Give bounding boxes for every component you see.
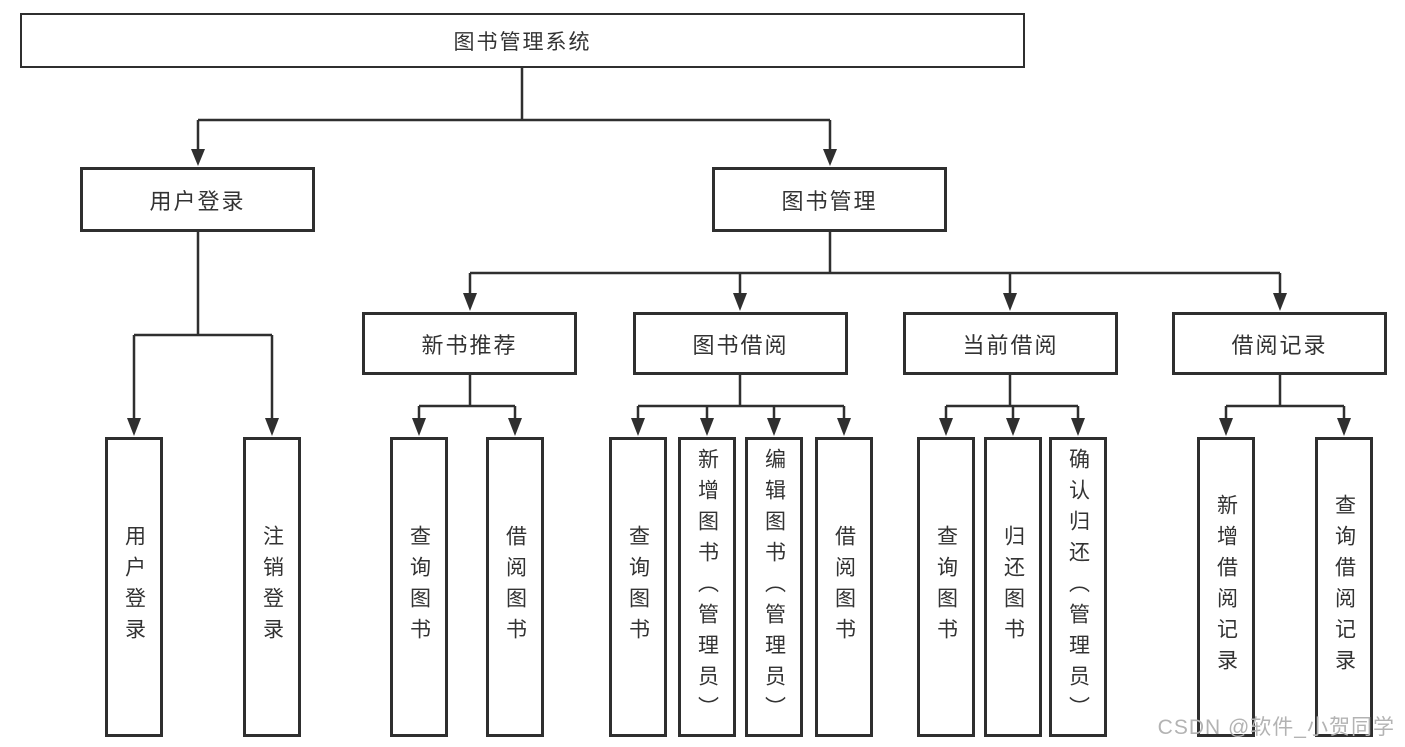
node-label: 图书借阅: [692, 332, 789, 358]
arrow-down-icon: [823, 149, 837, 166]
connector-borrow-records-to-children: [1219, 375, 1351, 436]
node-query-book-1: 查询图书: [390, 437, 448, 737]
node-label: 图书管理: [781, 188, 878, 214]
node-user-login-branch: 用户登录: [80, 167, 315, 232]
arrow-down-icon: [1006, 418, 1020, 436]
node-label: 新增借阅记录: [1214, 494, 1238, 680]
arrow-down-icon: [1219, 418, 1233, 436]
node-logout-leaf: 注销登录: [243, 437, 301, 737]
node-label: 归还图书: [1001, 525, 1025, 649]
node-label: 查询借阅记录: [1332, 494, 1356, 680]
node-label: 图书管理系统: [453, 30, 592, 54]
arrow-down-icon: [1003, 293, 1017, 311]
node-edit-book-admin: 编辑图书（管理员）: [745, 437, 803, 737]
arrow-down-icon: [700, 418, 714, 436]
node-label: 查询图书: [407, 525, 431, 649]
node-label: 查询图书: [934, 525, 958, 649]
node-user-login-leaf: 用户登录: [105, 437, 163, 737]
node-new-book-recommend: 新书推荐: [362, 312, 577, 375]
arrow-down-icon: [508, 418, 522, 436]
connector-user-login-to-children: [127, 232, 279, 436]
node-add-borrow-record: 新增借阅记录: [1197, 437, 1255, 737]
node-label: 用户登录: [122, 525, 146, 649]
arrow-down-icon: [767, 418, 781, 436]
node-label: 借阅图书: [832, 525, 856, 649]
node-label: 编辑图书（管理员）: [762, 447, 786, 727]
connector-root-to-level2: [191, 68, 837, 166]
node-borrow-records: 借阅记录: [1172, 312, 1387, 375]
arrow-down-icon: [631, 418, 645, 436]
connector-new-book-recommend-to-children: [412, 375, 522, 436]
node-label: 查询图书: [626, 525, 650, 649]
node-label: 新增图书（管理员）: [695, 447, 719, 727]
node-query-book-2: 查询图书: [609, 437, 667, 737]
node-confirm-return-admin: 确认归还（管理员）: [1049, 437, 1107, 737]
node-label: 借阅图书: [503, 525, 527, 649]
node-book-management-branch: 图书管理: [712, 167, 947, 232]
node-label: 注销登录: [260, 525, 284, 649]
node-label: 借阅记录: [1231, 332, 1328, 358]
arrow-down-icon: [1273, 293, 1287, 311]
node-label: 用户登录: [149, 188, 246, 214]
connector-current-borrow-to-children: [939, 375, 1085, 436]
node-borrow-book-1: 借阅图书: [486, 437, 544, 737]
node-add-book-admin: 新增图书（管理员）: [678, 437, 736, 737]
node-label: 新书推荐: [421, 332, 518, 358]
arrow-down-icon: [1337, 418, 1351, 436]
node-label: 当前借阅: [962, 332, 1059, 358]
connector-book-borrow-to-children: [631, 375, 851, 436]
arrow-down-icon: [837, 418, 851, 436]
node-borrow-book-2: 借阅图书: [815, 437, 873, 737]
arrow-down-icon: [1071, 418, 1085, 436]
node-query-borrow-record: 查询借阅记录: [1315, 437, 1373, 737]
connector-book-management-to-level3: [463, 232, 1287, 311]
arrow-down-icon: [733, 293, 747, 311]
watermark: CSDN @软件_小贺同学: [1157, 716, 1395, 739]
node-return-book: 归还图书: [984, 437, 1042, 737]
arrow-down-icon: [939, 418, 953, 436]
node-root: 图书管理系统: [20, 13, 1025, 68]
arrow-down-icon: [191, 149, 205, 166]
arrow-down-icon: [265, 418, 279, 436]
node-query-book-3: 查询图书: [917, 437, 975, 737]
arrow-down-icon: [412, 418, 426, 436]
node-book-borrow: 图书借阅: [633, 312, 848, 375]
node-label: 确认归还（管理员）: [1066, 447, 1090, 727]
arrow-down-icon: [463, 293, 477, 311]
node-current-borrow: 当前借阅: [903, 312, 1118, 375]
arrow-down-icon: [127, 418, 141, 436]
